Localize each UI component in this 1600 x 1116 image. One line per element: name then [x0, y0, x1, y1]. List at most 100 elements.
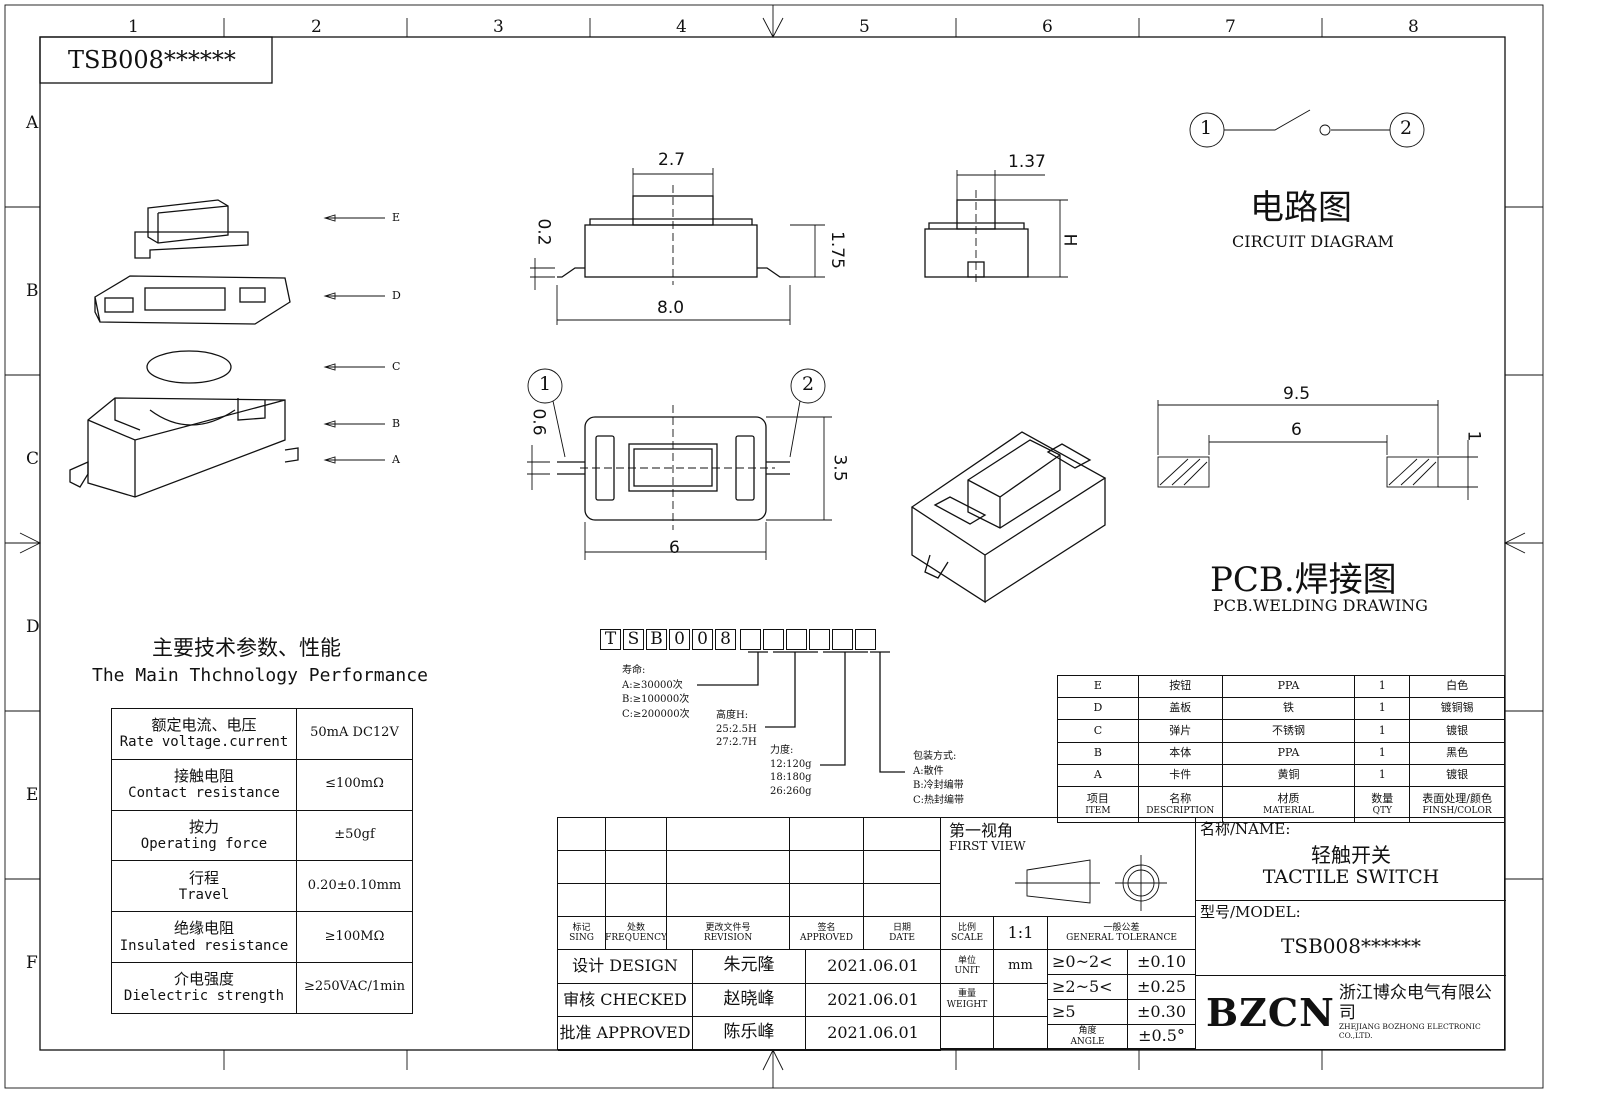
dim-height: 1.75 [826, 231, 847, 269]
code-option: 高度H: [716, 710, 749, 721]
bom-header-cn: 名称 [1169, 791, 1192, 805]
grid-row-e: E [26, 785, 39, 805]
weight-label-en: WEIGHT [946, 999, 988, 1010]
code-option: 寿命: [622, 665, 646, 676]
param-name-cn: 绝缘电阻 [173, 919, 234, 938]
param-value: 50mA DC12V [310, 725, 399, 741]
signoff-date: 2021.06.01 [806, 1017, 941, 1051]
model-box: 型号/MODEL:TSB008****** [1196, 901, 1506, 976]
tolerance-value: ±0.30 [1128, 1000, 1196, 1025]
rev-header-cn: 标记 [572, 922, 591, 933]
bom-cell: 铁 [1223, 698, 1356, 720]
rev-header-cn: 处数 [626, 922, 645, 933]
tolerance-value: ±0.25 [1128, 975, 1196, 1000]
bom-header-en: QTY [1372, 805, 1392, 816]
code-option: 18:180g [770, 772, 812, 783]
pcb-title-cn: PCB.焊接图 [1210, 560, 1397, 600]
param-value: ±50gf [334, 827, 375, 843]
grid-col-1: 1 [128, 17, 139, 37]
grid-col-3: 3 [493, 17, 504, 37]
blank-cell [994, 1017, 1048, 1049]
code-option: C:热封编带 [913, 794, 965, 806]
title-box-code: TSB008****** [68, 46, 236, 74]
param-value: ≤100mΩ [325, 776, 384, 792]
unit-value: mm [994, 950, 1048, 984]
company-en: ZHEJIANG BOZHONG ELECTRONIC CO.,LTD. [1338, 1022, 1481, 1041]
param-name-cn: 按力 [188, 817, 219, 836]
param-value: 0.20±0.10mm [307, 877, 402, 893]
scale-label-cn: 比例 [957, 922, 976, 933]
grid-col-2: 2 [311, 17, 322, 37]
tolerance-header-cn: 一般公差 [1103, 922, 1140, 933]
bom-cell: 1 [1355, 698, 1411, 720]
pcb-dim-outer: 9.5 [1283, 384, 1311, 404]
bom-header-en: DESCRIPTION [1146, 805, 1215, 816]
bom-header-cn: 数量 [1371, 791, 1394, 805]
tolerance-range: ≥0~2< [1048, 950, 1128, 975]
first-view-cn: 第一视角 [949, 821, 1014, 840]
signoff-role: 批准 APPROVED [558, 1017, 693, 1051]
bom-cell: 镀银 [1410, 720, 1505, 742]
grid-col-7: 7 [1225, 17, 1236, 37]
revision-cell [667, 818, 790, 851]
dim-offset: 0.2 [533, 218, 554, 246]
param-name-cn: 接触电阻 [173, 767, 234, 786]
name-en: TACTILE SWITCH [1262, 865, 1440, 888]
dim-pin-width: 0.6 [528, 408, 549, 436]
part-label-c: C [392, 360, 401, 373]
code-char: 8 [715, 629, 736, 650]
revision-cell [790, 851, 864, 884]
bom-header-en: ITEM [1085, 805, 1111, 816]
grid-row-d: D [26, 617, 40, 637]
rev-header-en: DATE [889, 933, 915, 943]
revision-cell [864, 851, 941, 884]
pin-1-label: 1 [539, 373, 552, 395]
bom-header-cn: 材质 [1277, 791, 1300, 805]
pin-2-label: 2 [802, 373, 815, 395]
scale-value: 1:1 [994, 917, 1048, 950]
bom-cell: 不锈钢 [1223, 720, 1356, 742]
rev-header-en: FREQUENCY [605, 933, 667, 943]
signoff-name: 赵晓峰 [693, 983, 806, 1017]
code-char: 0 [692, 629, 713, 650]
code-char: S [623, 629, 644, 650]
grid-col-6: 6 [1042, 17, 1053, 37]
bom-cell: 弹片 [1139, 720, 1223, 742]
code-char: T [600, 629, 621, 650]
performance-title-en: The Main Thchnology Performance [92, 665, 428, 686]
unit-label-en: UNIT [954, 966, 980, 977]
part-label-d: D [392, 289, 401, 302]
param-name-en: Rate voltage.current [119, 734, 289, 751]
param-name-cn: 额定电流、电压 [151, 716, 257, 735]
dim-top-width: 2.7 [658, 150, 686, 170]
bom-cell: 黄铜 [1223, 764, 1356, 786]
code-char: B [646, 629, 667, 650]
angle-label-cn: 角度 [1078, 1026, 1097, 1037]
code-slot [832, 629, 853, 650]
bom-header-cn: 项目 [1086, 791, 1109, 805]
signoff-name: 朱元隆 [693, 950, 806, 984]
signoff-date: 2021.06.01 [806, 950, 941, 984]
